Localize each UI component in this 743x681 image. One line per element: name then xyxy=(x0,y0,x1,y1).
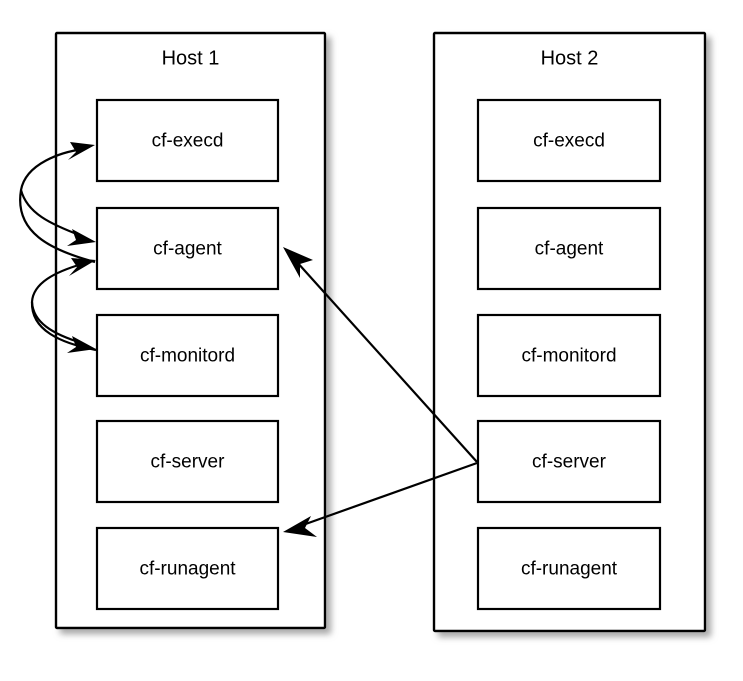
process-box-host1-cf-runagent[interactable]: cf-runagent xyxy=(95,526,280,611)
host-panel-host2: Host 2 cf-execd cf-agent cf-monitord cf-… xyxy=(432,31,707,633)
host2-cf-execd-label: cf-execd xyxy=(533,131,605,152)
connector-curve-to-cf-monitord xyxy=(30,301,96,353)
host2-cf-execd-rect[interactable] xyxy=(476,98,662,183)
host1-cf-runagent-label: cf-runagent xyxy=(139,559,236,580)
host2-cf-runagent-rect[interactable] xyxy=(476,526,662,611)
process-box-host2-cf-server[interactable]: cf-server xyxy=(476,419,662,504)
process-box-host2-cf-monitord[interactable]: cf-monitord xyxy=(476,313,662,398)
host1-cf-agent-label: cf-agent xyxy=(153,239,222,260)
process-box-host2-cf-agent[interactable]: cf-agent xyxy=(476,206,662,291)
connector-curve-to-cf-agent-from-execd-path xyxy=(19,189,83,238)
host2-cf-monitord-rect[interactable] xyxy=(476,313,662,398)
host1-cf-execd-rect[interactable] xyxy=(95,98,280,183)
host2-cf-agent-label: cf-agent xyxy=(535,239,604,260)
connector-curve-to-cf-agent-from-execd xyxy=(19,189,96,246)
host1-cf-agent-rect[interactable] xyxy=(95,206,280,291)
host2-cf-monitord-label: cf-monitord xyxy=(521,346,616,367)
connector-host2server-to-host1runagent-path xyxy=(299,461,478,528)
host1-cf-server-rect[interactable] xyxy=(95,419,280,504)
host1-cf-monitord-label: cf-monitord xyxy=(140,346,235,367)
connector-host2server-to-host1agent-arrowhead xyxy=(283,247,313,278)
connector-curve-to-cf-execd-arrowhead xyxy=(68,142,95,160)
host1-cf-execd-label: cf-execd xyxy=(152,131,224,152)
host2-cf-server-label: cf-server xyxy=(532,452,607,473)
connector-curve-to-cf-agent-from-monitord-arrowhead xyxy=(69,258,96,276)
host2-cf-agent-rect[interactable] xyxy=(476,206,662,291)
host-panel-host1: Host 1 cf-execd cf-agent cf-monitord cf-… xyxy=(54,31,327,630)
connector-host2server-to-host1agent xyxy=(283,247,478,463)
connector-host2server-to-host1runagent-arrowhead xyxy=(283,516,317,537)
process-box-host2-cf-execd[interactable]: cf-execd xyxy=(476,98,662,183)
host2-title: Host 2 xyxy=(541,47,599,69)
host1-cf-server-label: cf-server xyxy=(151,452,226,473)
host1-cf-runagent-rect[interactable] xyxy=(95,526,280,611)
process-box-host2-cf-runagent[interactable]: cf-runagent xyxy=(476,526,662,611)
connector-host2server-to-host1runagent xyxy=(283,461,478,537)
connector-curve-to-cf-agent-from-execd-arrowhead xyxy=(67,229,96,246)
host1-cf-monitord-rect[interactable] xyxy=(95,313,280,398)
process-box-host1-cf-agent[interactable]: cf-agent xyxy=(95,206,280,291)
host2-cf-runagent-label: cf-runagent xyxy=(521,559,618,580)
connector-curve-to-cf-monitord-arrowhead xyxy=(67,336,96,353)
process-box-host1-cf-monitord[interactable]: cf-monitord xyxy=(95,313,280,398)
host2-cf-server-rect[interactable] xyxy=(476,419,662,504)
connector-host2server-to-host1agent-path xyxy=(295,260,478,463)
process-box-host1-cf-server[interactable]: cf-server xyxy=(95,419,280,504)
process-box-host1-cf-execd[interactable]: cf-execd xyxy=(95,98,280,183)
host1-title: Host 1 xyxy=(162,47,220,69)
